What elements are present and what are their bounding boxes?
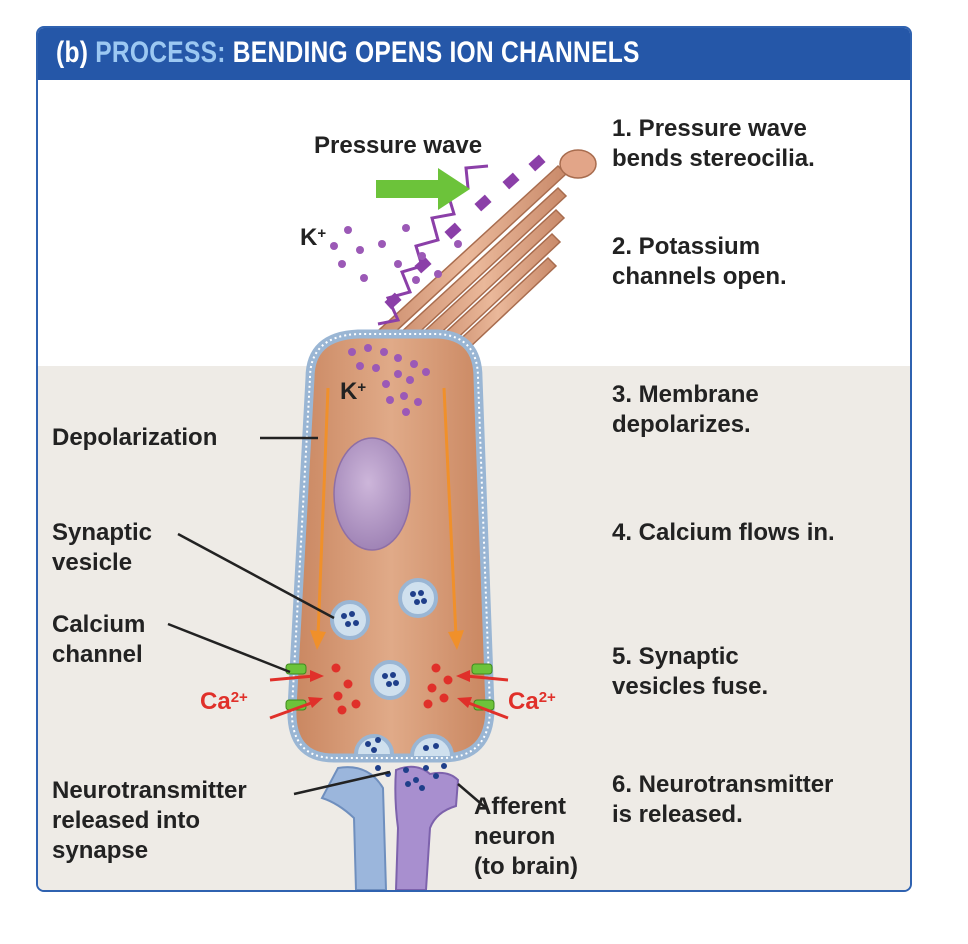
step-6-line2: is released. bbox=[612, 801, 743, 828]
synaptic-vesicle-label-line1: Synaptic bbox=[52, 519, 153, 546]
depolarization-flow-arrows bbox=[310, 387, 464, 650]
step-5-line2: vesicles fuse. bbox=[612, 673, 769, 700]
step-5-line1: 5. Synaptic bbox=[612, 643, 739, 670]
step-2-line1: 2. Potassium bbox=[612, 233, 761, 260]
neurotransmitter-label-line1: Neurotransmitter bbox=[52, 777, 247, 804]
step-4-line1: 4. Calcium flows in. bbox=[612, 519, 835, 546]
potassium-label-outside: K+ bbox=[300, 224, 327, 251]
support-cell bbox=[320, 766, 388, 890]
calcium-influx-arrows bbox=[269, 670, 509, 720]
depolarization-label: Depolarization bbox=[52, 424, 218, 451]
synaptic-vesicle bbox=[370, 660, 410, 700]
diagram-frame: (b) PROCESS: BENDING OPENS ION CHANNELS bbox=[36, 26, 912, 892]
calcium-ions bbox=[331, 663, 453, 715]
synaptic-vesicle-label-line2: vesicle bbox=[52, 549, 133, 576]
step-2-line2: channels open. bbox=[612, 263, 787, 290]
afferent-neuron-label-line1: Afferent bbox=[474, 793, 567, 820]
synaptic-vesicle bbox=[398, 578, 438, 618]
step-3-line2: depolarizes. bbox=[612, 411, 751, 438]
step-3-line1: 3. Membrane bbox=[612, 381, 759, 408]
step-1-line2: bends stereocilia. bbox=[612, 145, 815, 172]
nucleus bbox=[333, 437, 411, 551]
potassium-label-inside: K+ bbox=[340, 378, 367, 405]
potassium-channels bbox=[384, 154, 546, 310]
header-bar: (b) PROCESS: BENDING OPENS ION CHANNELS bbox=[38, 28, 910, 80]
kinocilium-tip bbox=[559, 149, 597, 179]
potassium-ions-inside bbox=[348, 344, 430, 416]
fusing-vesicle bbox=[410, 734, 454, 757]
step-6-line1: 6. Neurotransmitter bbox=[612, 771, 834, 798]
afferent-neuron-label-line3: (to brain) bbox=[474, 853, 578, 880]
calcium-ion-label-left: Ca2+ bbox=[200, 688, 248, 715]
afferent-neuron-label-line2: neuron bbox=[474, 823, 556, 850]
potassium-ions-outside bbox=[330, 224, 462, 284]
neurotransmitter-label-line3: synapse bbox=[52, 837, 149, 864]
calcium-ion-label-right: Ca2+ bbox=[508, 688, 556, 715]
diagram-title: (b) PROCESS: BENDING OPENS ION CHANNELS bbox=[56, 36, 640, 69]
synaptic-vesicles bbox=[330, 578, 454, 757]
fusing-vesicle bbox=[354, 734, 394, 755]
afferent-neuron bbox=[394, 765, 460, 890]
neurotransmitter-molecules bbox=[375, 763, 447, 791]
title-highlight: PROCESS: bbox=[95, 36, 226, 69]
step-1-line1: 1. Pressure wave bbox=[612, 115, 807, 142]
synaptic-vesicle bbox=[330, 600, 370, 640]
leader-lines bbox=[167, 436, 487, 809]
calcium-channel-label-line2: channel bbox=[52, 641, 143, 668]
calcium-channel-label-line1: Calcium bbox=[52, 611, 146, 638]
hair-cell-illustration bbox=[167, 149, 597, 890]
pressure-wave-arrow bbox=[376, 168, 470, 210]
neurotransmitter-label-line2: released into bbox=[52, 807, 201, 834]
pressure-wave-label: Pressure wave bbox=[314, 132, 483, 159]
